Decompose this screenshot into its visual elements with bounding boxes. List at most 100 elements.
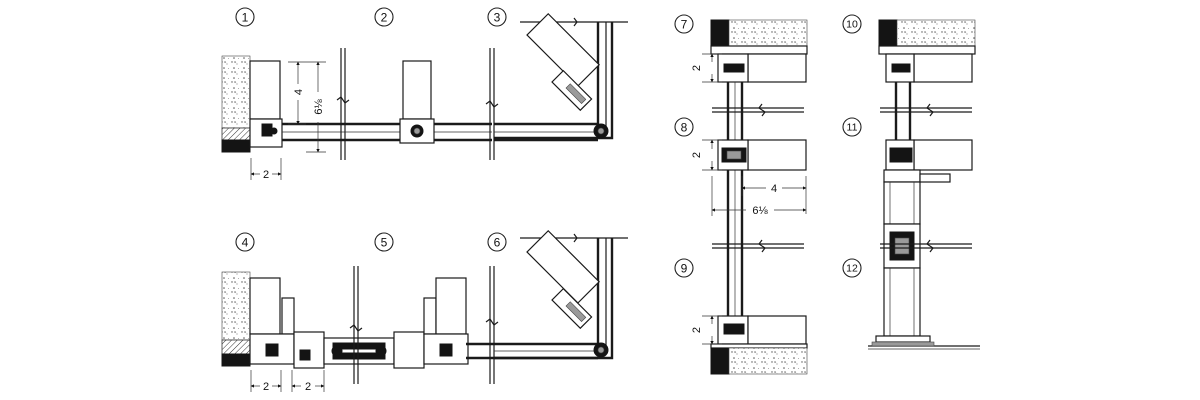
- detail-1-section: [221, 48, 350, 160]
- callout-number: 9: [681, 262, 688, 276]
- dim-d9-height: 2: [691, 315, 722, 345]
- callout-detail-1: 1: [235, 7, 255, 27]
- dim-d1-width: 2: [250, 158, 282, 181]
- dim-d4-width-a: 2: [250, 370, 282, 393]
- callout-detail-11: 11: [842, 117, 862, 137]
- dim-label: 6⅛: [752, 205, 768, 217]
- detail-4-section: [221, 271, 395, 369]
- callout-number: 6: [494, 236, 501, 250]
- dim-d8-depth-outer: 6⅛: [711, 176, 807, 217]
- callout-detail-9: 9: [674, 258, 694, 278]
- callout-detail-10: 10: [842, 14, 862, 34]
- callout-detail-12: 12: [842, 258, 862, 278]
- concrete-head: [896, 19, 976, 47]
- callout-circle: [674, 117, 694, 137]
- seal: [270, 127, 278, 135]
- gasket: [439, 343, 453, 357]
- dim-label: 2: [691, 327, 703, 333]
- callout-circle: [674, 14, 694, 34]
- dim-d1-height-outer: 6⅛: [306, 61, 326, 153]
- detail-12-section: [868, 223, 980, 350]
- frame-profile: [249, 60, 281, 120]
- door-stile: [883, 181, 921, 225]
- mullion-profile: [435, 277, 467, 335]
- callout-detail-4: 4: [235, 232, 255, 252]
- wall-block: [710, 19, 730, 47]
- dim-d1-height-inner: 4: [288, 61, 306, 125]
- detail-6-section: [494, 229, 628, 360]
- threshold: [875, 335, 931, 343]
- callout-circle: [374, 7, 394, 27]
- gasket: [261, 123, 273, 137]
- callout-number: 5: [381, 236, 388, 250]
- detail-11-section: [883, 139, 973, 225]
- head-profile: [913, 53, 973, 83]
- transom-profile: [913, 139, 973, 171]
- dim-label: 2: [305, 381, 311, 393]
- callout-circle: [235, 232, 255, 252]
- transom-profile: [747, 139, 807, 171]
- callout-number: 11: [847, 122, 858, 134]
- dim-d7-height: 2: [691, 53, 722, 83]
- vent-profile: [393, 331, 425, 369]
- detail-2-section: [345, 48, 499, 160]
- dim-d4-width-b: 2: [291, 370, 325, 393]
- detail-7-section: [710, 19, 808, 83]
- head-profile: [747, 53, 807, 83]
- callout-number: 3: [494, 11, 501, 25]
- dimensions: 2 4 6⅛ 2: [250, 53, 807, 393]
- dim-label: 6⅛: [313, 99, 325, 115]
- callout-number: 10: [846, 19, 858, 31]
- callout-number: 2: [381, 11, 388, 25]
- callout-detail-5: 5: [374, 232, 394, 252]
- callout-circle: [842, 14, 862, 34]
- concrete-wall: [221, 55, 251, 129]
- gasket: [723, 323, 745, 335]
- concrete-head: [728, 19, 808, 47]
- dim-label: 2: [263, 169, 269, 181]
- leaf-profile: [423, 297, 437, 335]
- dim-label: 2: [691, 65, 703, 71]
- door-bottom-rail: [883, 267, 921, 337]
- detail-7-9-glazing: [712, 82, 804, 316]
- detail-10-12-glazing: [880, 82, 972, 140]
- callout-number: 12: [846, 263, 858, 275]
- door-head: [883, 169, 921, 183]
- wall-block: [221, 353, 251, 367]
- leaf-profile: [281, 297, 295, 335]
- callout-circle: [374, 232, 394, 252]
- mullion-profile: [402, 60, 432, 120]
- concrete-sill: [728, 347, 808, 375]
- callout-number: 1: [242, 11, 249, 25]
- detail-9-section: [710, 315, 808, 375]
- gasket: [891, 63, 911, 73]
- dim-d8-depth-inner: 4: [741, 176, 807, 214]
- detail-10-section: [878, 19, 976, 83]
- dim-label: 4: [293, 89, 305, 95]
- corner-frame: [494, 238, 614, 360]
- gasket: [889, 147, 913, 163]
- wall-block: [710, 347, 730, 375]
- callout-circle: [842, 117, 862, 137]
- callout-number: 8: [681, 121, 688, 135]
- insulation: [221, 339, 251, 355]
- callout-detail-8: 8: [674, 117, 694, 137]
- callout-detail-3: 3: [487, 7, 507, 27]
- concrete-wall: [221, 271, 251, 341]
- sill-profile: [747, 315, 807, 345]
- callout-detail-7: 7: [674, 14, 694, 34]
- callout-number: 4: [242, 236, 249, 250]
- detail-8-section: [717, 139, 807, 171]
- gasket: [723, 63, 745, 73]
- callout-number: 7: [681, 18, 688, 32]
- dim-d8-height: 2: [691, 139, 722, 171]
- detail-5-section: [349, 266, 499, 384]
- corner-frame: [494, 22, 614, 140]
- wall-block: [221, 139, 251, 153]
- dim-label: 2: [691, 152, 703, 158]
- dim-label: 4: [771, 183, 777, 195]
- frame-profile: [249, 277, 281, 335]
- wall-block: [878, 19, 898, 47]
